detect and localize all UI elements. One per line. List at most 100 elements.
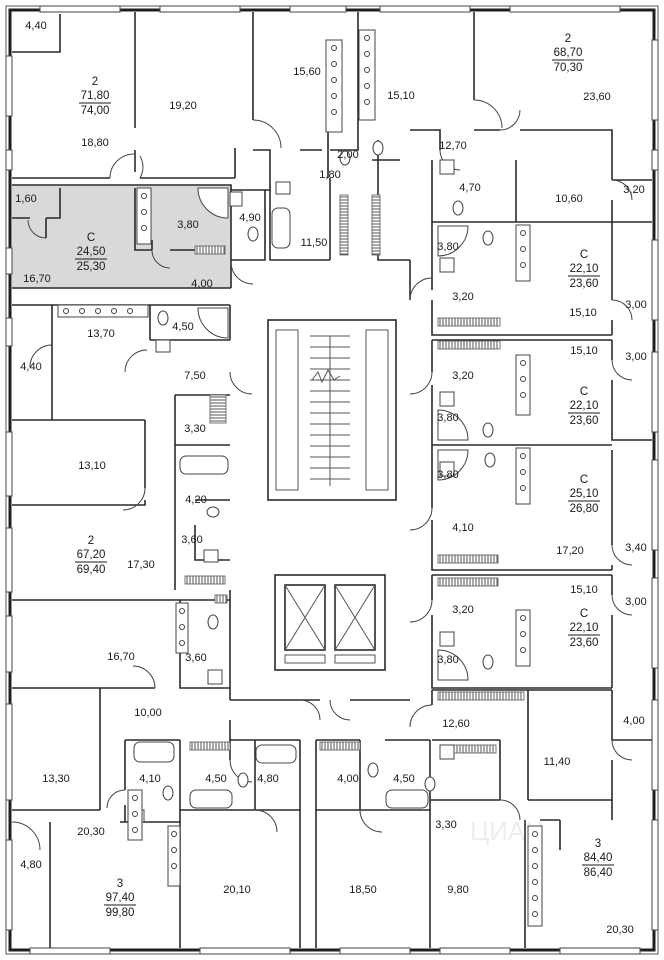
room-area-label: 3,20 bbox=[452, 291, 473, 303]
apartment-living-area: 67,20 bbox=[77, 549, 106, 561]
stairwell bbox=[267, 319, 397, 501]
room-area-label: 4,10 bbox=[452, 522, 473, 534]
room-area-label: 4,40 bbox=[20, 361, 41, 373]
room-area-label: 3,00 bbox=[625, 596, 646, 608]
apartment-rooms: С bbox=[580, 249, 588, 261]
room-area-label: 4,00 bbox=[337, 773, 358, 785]
apartment-living-area: 22,10 bbox=[570, 400, 599, 412]
room-area-label: 1,60 bbox=[15, 193, 36, 205]
apartment-rooms: 3 bbox=[117, 878, 123, 890]
selected-apartment-fill[interactable] bbox=[12, 185, 231, 288]
apartment-label-apt-studio-r4[interactable]: С 22,10 23,60 bbox=[568, 608, 600, 649]
room-area-label: 9,80 bbox=[447, 884, 468, 896]
apartment-rooms: С bbox=[580, 474, 588, 486]
room-area-label: 3,00 bbox=[625, 299, 646, 311]
elevator-block bbox=[274, 574, 386, 671]
apartment-label-apt-studio-r2[interactable]: С 22,10 23,60 bbox=[568, 386, 600, 427]
apartment-rooms: С bbox=[580, 386, 588, 398]
apartment-label-apt-studio-r3[interactable]: С 25,10 26,80 bbox=[568, 474, 600, 515]
room-area-label: 3,80 bbox=[437, 654, 458, 666]
apartment-rooms: 3 bbox=[595, 838, 601, 850]
room-area-label: 15,10 bbox=[387, 90, 415, 102]
room-area-label: 3,80 bbox=[437, 241, 458, 253]
apartment-rooms: 2 bbox=[565, 33, 571, 45]
room-area-label: 10,00 bbox=[134, 707, 162, 719]
apartment-label-apt-top-left[interactable]: 2 71,80 74,00 bbox=[79, 76, 111, 117]
room-area-label: 10,60 bbox=[555, 193, 583, 205]
room-area-label: 4,20 bbox=[185, 494, 206, 506]
apartment-total-area: 99,80 bbox=[106, 907, 135, 919]
room-area-label: 4,80 bbox=[257, 773, 278, 785]
room-area-label: 4,40 bbox=[25, 20, 46, 32]
apartment-label-apt-bottom-left[interactable]: 3 97,40 99,80 bbox=[104, 878, 136, 919]
apartment-living-area: 68,70 bbox=[554, 47, 583, 59]
room-area-label: 4,70 bbox=[459, 182, 480, 194]
room-area-label: 3,30 bbox=[184, 423, 205, 435]
apartment-living-area: 25,10 bbox=[570, 488, 599, 500]
apartment-rooms: С bbox=[87, 232, 95, 244]
room-area-label: 12,60 bbox=[442, 718, 470, 730]
room-area-label: 13,30 bbox=[42, 773, 70, 785]
apartment-rooms: С bbox=[580, 608, 588, 620]
room-area-label: 15,10 bbox=[570, 345, 598, 357]
room-area-label: 15,10 bbox=[570, 584, 598, 596]
room-area-label: 3,40 bbox=[625, 542, 646, 554]
room-area-label: 3,20 bbox=[623, 184, 644, 196]
room-area-label: 11,50 bbox=[301, 237, 328, 249]
apartment-rooms: 2 bbox=[88, 535, 94, 547]
room-area-label: 17,20 bbox=[556, 545, 584, 557]
sanitary-fixtures bbox=[57, 29, 543, 927]
room-area-label: 4,50 bbox=[172, 321, 193, 333]
room-area-label: 13,10 bbox=[78, 460, 106, 472]
apartment-total-area: 23,60 bbox=[570, 415, 599, 427]
room-area-label: 4,00 bbox=[191, 278, 212, 290]
room-area-label: 20,10 bbox=[223, 884, 251, 896]
windows bbox=[5, 5, 659, 955]
room-area-label: 12,70 bbox=[439, 140, 467, 152]
apartment-living-area: 97,40 bbox=[106, 892, 135, 904]
room-area-label: 18,80 bbox=[81, 137, 109, 149]
apartment-living-area: 22,10 bbox=[570, 263, 599, 275]
apartment-living-area: 71,80 bbox=[81, 90, 110, 102]
room-area-label: 4,00 bbox=[623, 715, 644, 727]
room-area-label: 15,10 bbox=[569, 307, 597, 319]
doors bbox=[11, 99, 633, 851]
room-area-label: 3,80 bbox=[177, 219, 198, 231]
apartment-rooms: 2 bbox=[92, 76, 98, 88]
room-area-label: 3,60 bbox=[181, 534, 202, 546]
apartment-total-area: 86,40 bbox=[584, 867, 613, 879]
apartment-living-area: 22,10 bbox=[570, 622, 599, 634]
apartment-total-area: 26,80 bbox=[570, 503, 599, 515]
room-area-label: 4,10 bbox=[139, 773, 160, 785]
room-area-label: 4,50 bbox=[205, 773, 226, 785]
room-area-label: 18,50 bbox=[349, 884, 377, 896]
room-area-label: 20,30 bbox=[606, 924, 634, 936]
apartment-total-area: 74,00 bbox=[81, 105, 110, 117]
room-area-label: 13,70 bbox=[87, 328, 115, 340]
room-area-label: 16,70 bbox=[107, 651, 135, 663]
room-area-label: 4,80 bbox=[20, 859, 41, 871]
room-area-label: 3,20 bbox=[452, 370, 473, 382]
interior-walls bbox=[12, 12, 652, 948]
apartment-total-area: 23,60 bbox=[570, 637, 599, 649]
room-area-label: 3,20 bbox=[452, 604, 473, 616]
apartment-total-area: 25,30 bbox=[77, 261, 106, 273]
apartment-label-apt-bottom-right[interactable]: 3 84,40 86,40 bbox=[582, 838, 614, 879]
room-area-label: 17,30 bbox=[127, 559, 155, 571]
room-area-label: 15,60 bbox=[293, 66, 321, 78]
room-area-label: 23,60 bbox=[583, 91, 611, 103]
apartment-living-area: 84,40 bbox=[584, 852, 613, 864]
room-area-label: 11,40 bbox=[544, 756, 571, 768]
room-area-label: 2,00 bbox=[337, 149, 358, 161]
room-area-label: 7,50 bbox=[184, 370, 205, 382]
room-area-label: 3,80 bbox=[437, 412, 458, 424]
room-area-label: 4,90 bbox=[239, 212, 260, 224]
room-area-label: 20,30 bbox=[77, 826, 105, 838]
